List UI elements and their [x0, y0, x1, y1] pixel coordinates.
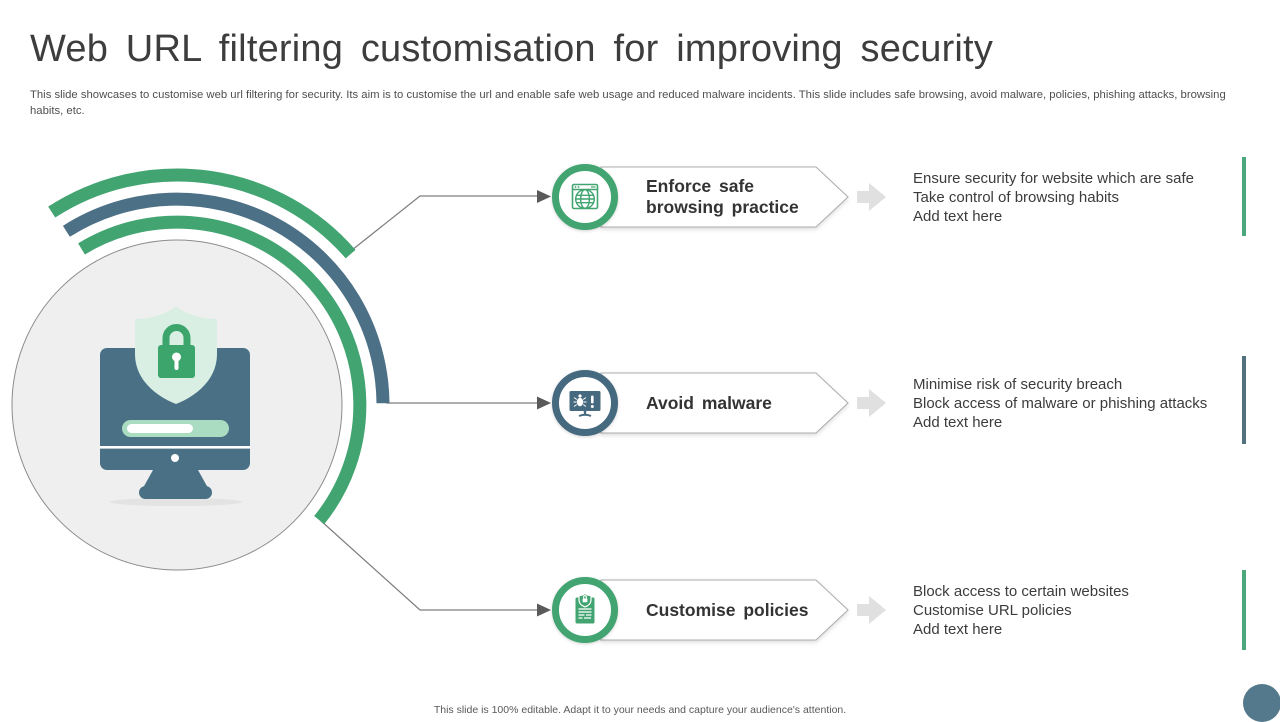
policy-document-icon [552, 577, 618, 643]
flow-arrow-icon [857, 596, 886, 624]
orbit-arcs [48, 168, 390, 525]
step-label: Avoid malware [646, 392, 772, 413]
accent-bar [1242, 157, 1246, 236]
flow-arrow-icon [857, 183, 886, 211]
point-line: Block access to certain websites [913, 583, 1129, 600]
point-line: Add text here [913, 621, 1003, 638]
connector-arrowheads [537, 190, 551, 617]
page-title: Web URL filtering customisation for impr… [30, 28, 994, 70]
point-line: Minimise risk of security breach [913, 376, 1123, 393]
step-row-avoid-malware: Avoid malware Minimise risk of security … [0, 359, 1280, 447]
step-points: Ensure security for website which are sa… [913, 169, 1253, 226]
footer-note: This slide is 100% editable. Adapt it to… [433, 704, 847, 716]
point-line: Customise URL policies [913, 602, 1072, 619]
point-line: Add text here [913, 208, 1003, 225]
step-label: Customise policies [646, 599, 809, 620]
accent-bar [1242, 570, 1246, 650]
point-line: Take control of browsing habits [913, 189, 1119, 206]
flow-arrow-icon [857, 389, 886, 417]
point-line: Ensure security for website which are sa… [913, 170, 1194, 187]
malware-alert-icon [552, 370, 618, 436]
point-line: Block access of malware or phishing atta… [913, 395, 1208, 412]
slide-description: This slide showcases to customise web ur… [30, 89, 1226, 118]
point-line: Add text here [913, 414, 1003, 431]
step-row-enforce-safe-browsing: Enforce safe browsing practice Ensure se… [0, 153, 1280, 241]
shield-lock-icon [135, 306, 217, 404]
corner-dot [1243, 684, 1280, 722]
monitor-shadow [110, 498, 242, 506]
step-row-customise-policies: Customise policies Block access to certa… [0, 566, 1280, 654]
accent-bar [1242, 356, 1246, 444]
connector-lines [319, 195, 538, 611]
step-points: Minimise risk of security breach Block a… [913, 375, 1253, 432]
progress-bar [122, 420, 229, 437]
step-label: Enforce safe browsing practice [646, 176, 799, 217]
step-points: Block access to certain websites Customi… [913, 582, 1253, 639]
secure-monitor-icon [100, 348, 250, 499]
globe-browser-icon [552, 164, 618, 230]
